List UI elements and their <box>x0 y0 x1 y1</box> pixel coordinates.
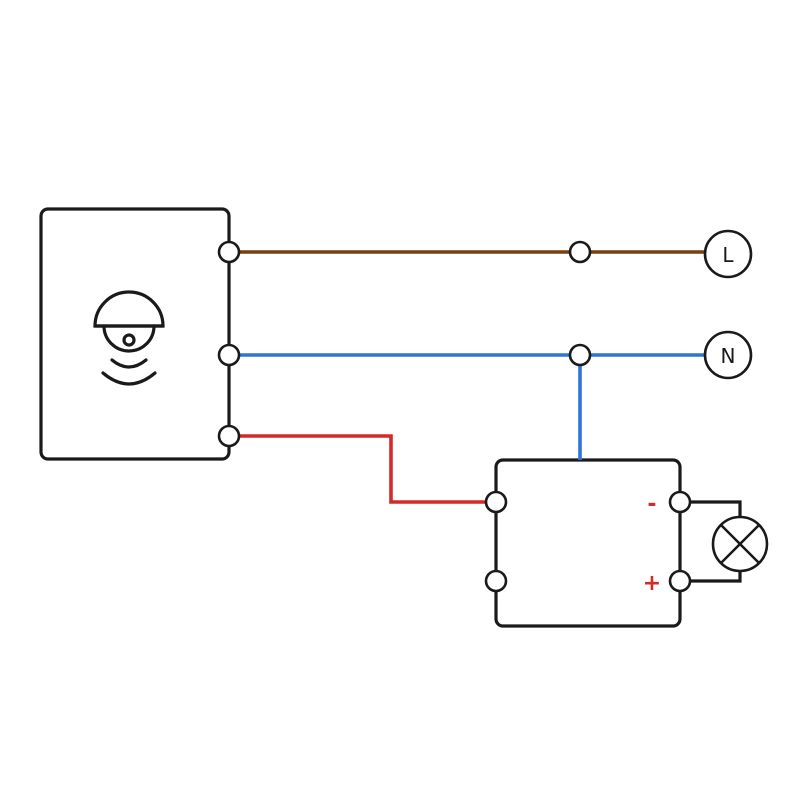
sensor-housing <box>39 207 231 461</box>
neutral-supply-label: N <box>721 344 736 368</box>
sensor-terminal-output <box>217 424 241 448</box>
motion-sensor-module <box>39 207 231 461</box>
driver-plus-label: + <box>643 571 661 596</box>
lamp-wire-negative <box>680 500 742 522</box>
driver-input-terminal-1 <box>484 490 508 514</box>
motion-sensor-icon <box>93 290 165 386</box>
lamp-icon <box>711 515 769 573</box>
driver-housing <box>494 458 682 628</box>
neutral-supply-terminal: N <box>703 330 753 380</box>
line-supply-label: L <box>722 243 734 267</box>
line-supply-terminal: L <box>703 229 753 279</box>
switched-live-wire <box>229 434 496 504</box>
driver-input-terminal-2 <box>484 569 508 593</box>
driver-output-terminal-plus <box>668 569 692 593</box>
driver-module: - + <box>494 458 682 628</box>
sensor-terminal-neutral <box>217 343 241 367</box>
line-junction-node <box>568 240 592 264</box>
driver-output-terminal-minus <box>668 490 692 514</box>
sensor-terminal-line <box>217 240 241 264</box>
driver-minus-label: - <box>647 492 656 517</box>
neutral-junction-node <box>568 343 592 367</box>
